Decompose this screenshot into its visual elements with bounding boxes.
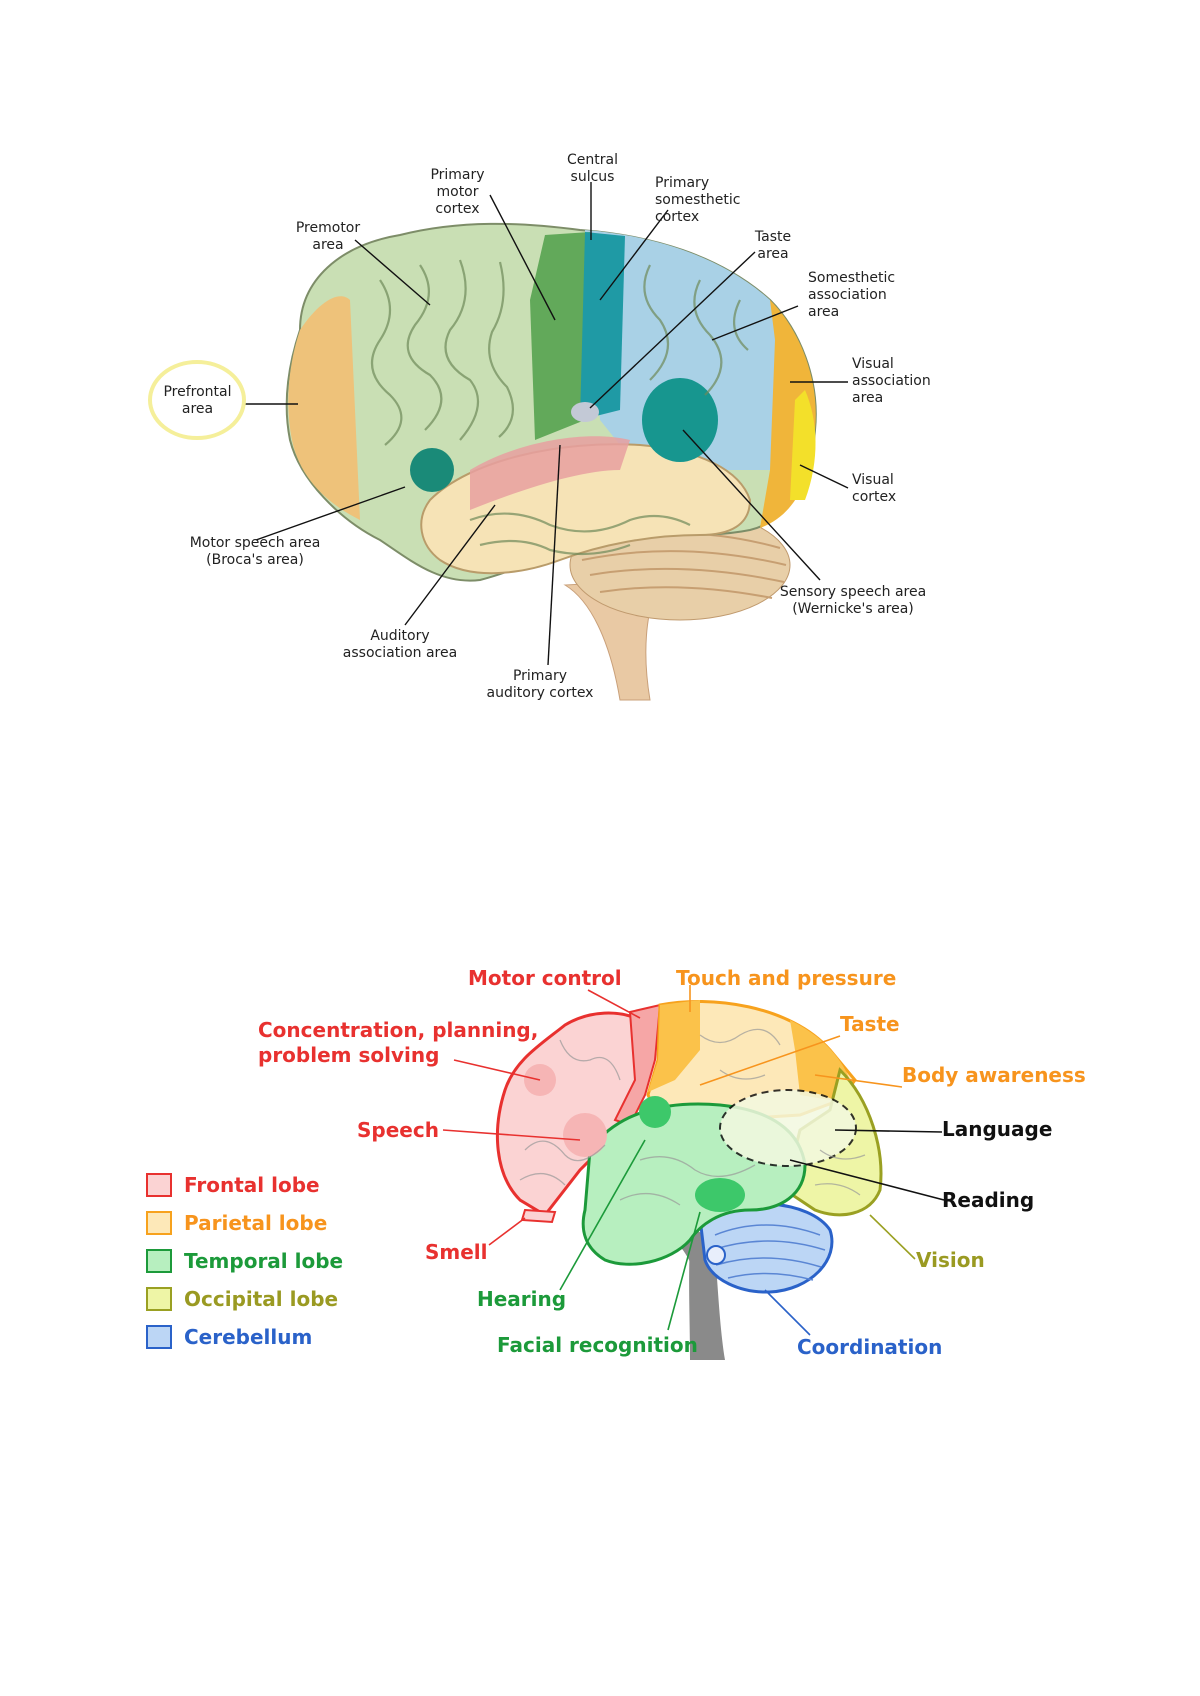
label-prefrontal-area: Prefrontal area — [163, 384, 232, 417]
label-hearing: Hearing — [477, 1287, 567, 1311]
lobes-brain-figure — [442, 985, 945, 1360]
frontal-lobe — [496, 1011, 657, 1217]
legend-label: Temporal lobe — [184, 1249, 344, 1273]
label-taste-area: Taste area — [754, 229, 792, 262]
label-primary-somesthetic-cortex: Primary somesthetic cortex — [655, 175, 741, 225]
label-visual-association-area: Visual association area — [852, 356, 931, 406]
auditory-area — [470, 436, 630, 510]
prefrontal-region — [288, 296, 360, 520]
label-wernickes-area: Sensory speech area (Wernicke's area) — [779, 584, 927, 617]
language-area-outline — [719, 1089, 857, 1167]
gyri-pattern-2 — [519, 1028, 866, 1206]
smell-projection — [520, 1208, 557, 1224]
legend-label: Cerebellum — [184, 1325, 313, 1349]
label-body-awareness: Body awareness — [902, 1063, 1086, 1087]
label-touch-and-pressure: Touch and pressure — [676, 966, 897, 990]
label-brocas-area: Motor speech area (Broca's area) — [189, 535, 321, 568]
gyri-pattern — [370, 259, 749, 556]
label-language: Language — [942, 1117, 1053, 1141]
wernickes-area — [642, 378, 718, 462]
legend-swatch — [146, 1325, 172, 1349]
label-coordination: Coordination — [797, 1335, 943, 1359]
label-reading: Reading — [942, 1188, 1035, 1212]
label-premotor-area: Premotor area — [295, 220, 361, 253]
cerebellum-folia-2 — [711, 1224, 826, 1281]
label-facial-recognition: Facial recognition — [497, 1333, 698, 1357]
legend-swatch — [146, 1211, 172, 1235]
label-concentration-planning: Concentration, planning, problem solving — [258, 1018, 539, 1067]
label-somesthetic-association-area: Somesthetic association area — [808, 270, 896, 320]
legend-label: Occipital lobe — [184, 1287, 339, 1311]
legend-item-occipital: Occipital lobe — [146, 1284, 338, 1314]
label-primary-motor-cortex: Primary motor cortex — [430, 167, 485, 217]
legend-swatch — [146, 1173, 172, 1197]
speech-highlight — [563, 1113, 607, 1157]
legend-swatch — [146, 1287, 172, 1311]
parietal-region — [585, 230, 780, 470]
leader-lines-2 — [442, 985, 945, 1336]
label-central-sulcus: Central sulcus — [567, 152, 618, 185]
label-speech: Speech — [357, 1118, 439, 1142]
label-primary-auditory-cortex: Primary auditory cortex — [486, 668, 594, 701]
label-taste-2: Taste — [840, 1012, 900, 1036]
label-vision: Vision — [916, 1248, 985, 1272]
label-auditory-association-area: Auditory association area — [342, 628, 458, 661]
legend-label: Parietal lobe — [184, 1211, 328, 1235]
label-smell: Smell — [425, 1240, 488, 1264]
hearing-highlight — [639, 1096, 671, 1128]
legend-item-temporal: Temporal lobe — [146, 1246, 343, 1276]
facial-recognition-highlight — [695, 1178, 745, 1212]
primary-somesthetic-band — [580, 232, 625, 420]
visual-cortex-region — [790, 390, 816, 500]
legend-item-frontal: Frontal lobe — [146, 1170, 320, 1200]
prefrontal-highlight-ring — [148, 360, 246, 440]
label-visual-cortex: Visual cortex — [852, 472, 897, 505]
label-motor-control: Motor control — [468, 966, 622, 990]
leader-lines — [243, 182, 849, 666]
pons-marker — [706, 1245, 726, 1265]
primary-motor-band — [530, 232, 590, 440]
legend-item-parietal: Parietal lobe — [146, 1208, 327, 1238]
body-awareness-region — [790, 1020, 850, 1100]
legend-item-cerebellum: Cerebellum — [146, 1322, 312, 1352]
functional-areas-brain-figure — [148, 182, 849, 701]
legend-swatch — [146, 1249, 172, 1273]
brocas-area — [410, 448, 454, 492]
legend-label: Frontal lobe — [184, 1173, 320, 1197]
touch-band — [648, 1000, 700, 1092]
